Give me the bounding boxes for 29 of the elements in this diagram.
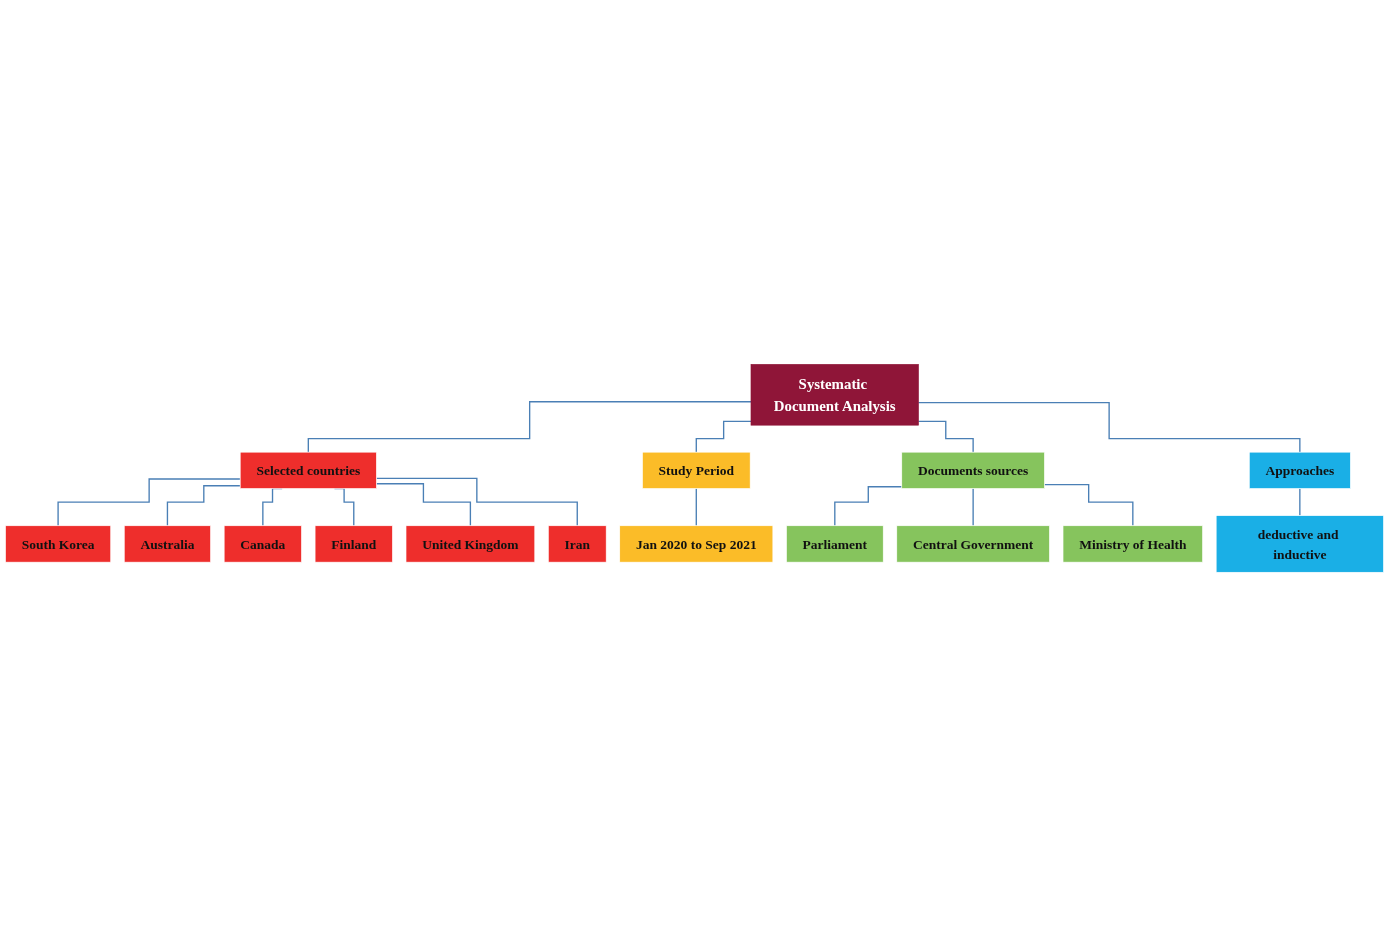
connector [1043,484,1134,527]
connector [917,402,1301,453]
node-box: Study Period [642,451,751,490]
node-box: Systematic Document Analysis [750,364,919,426]
connector [695,420,752,453]
node-box: Australia [123,525,211,563]
connector [307,401,752,453]
connector [57,478,241,527]
connector [834,486,903,527]
node-box: deductive and inductive [1215,515,1384,573]
connector [695,488,697,527]
node-box: Canada [223,525,302,563]
node-box: Iran [547,525,607,563]
connector [972,488,974,527]
node-box: South Korea [5,525,112,563]
node-box: Central Government [896,525,1050,563]
node-box: Selected countries [239,451,377,490]
node-box: Documents sources [901,451,1045,490]
node-box: Jan 2020 to Sep 2021 [619,525,774,563]
connector [1299,488,1301,517]
node-box: Ministry of Health [1062,525,1203,563]
node-box: Finland [314,525,393,563]
connector [375,483,472,527]
node-box: Parliament [786,525,884,563]
node-box: Approaches [1248,451,1351,490]
connector [166,485,241,527]
connector [917,420,974,453]
connector [375,477,578,527]
node-box: United Kingdom [405,525,536,563]
